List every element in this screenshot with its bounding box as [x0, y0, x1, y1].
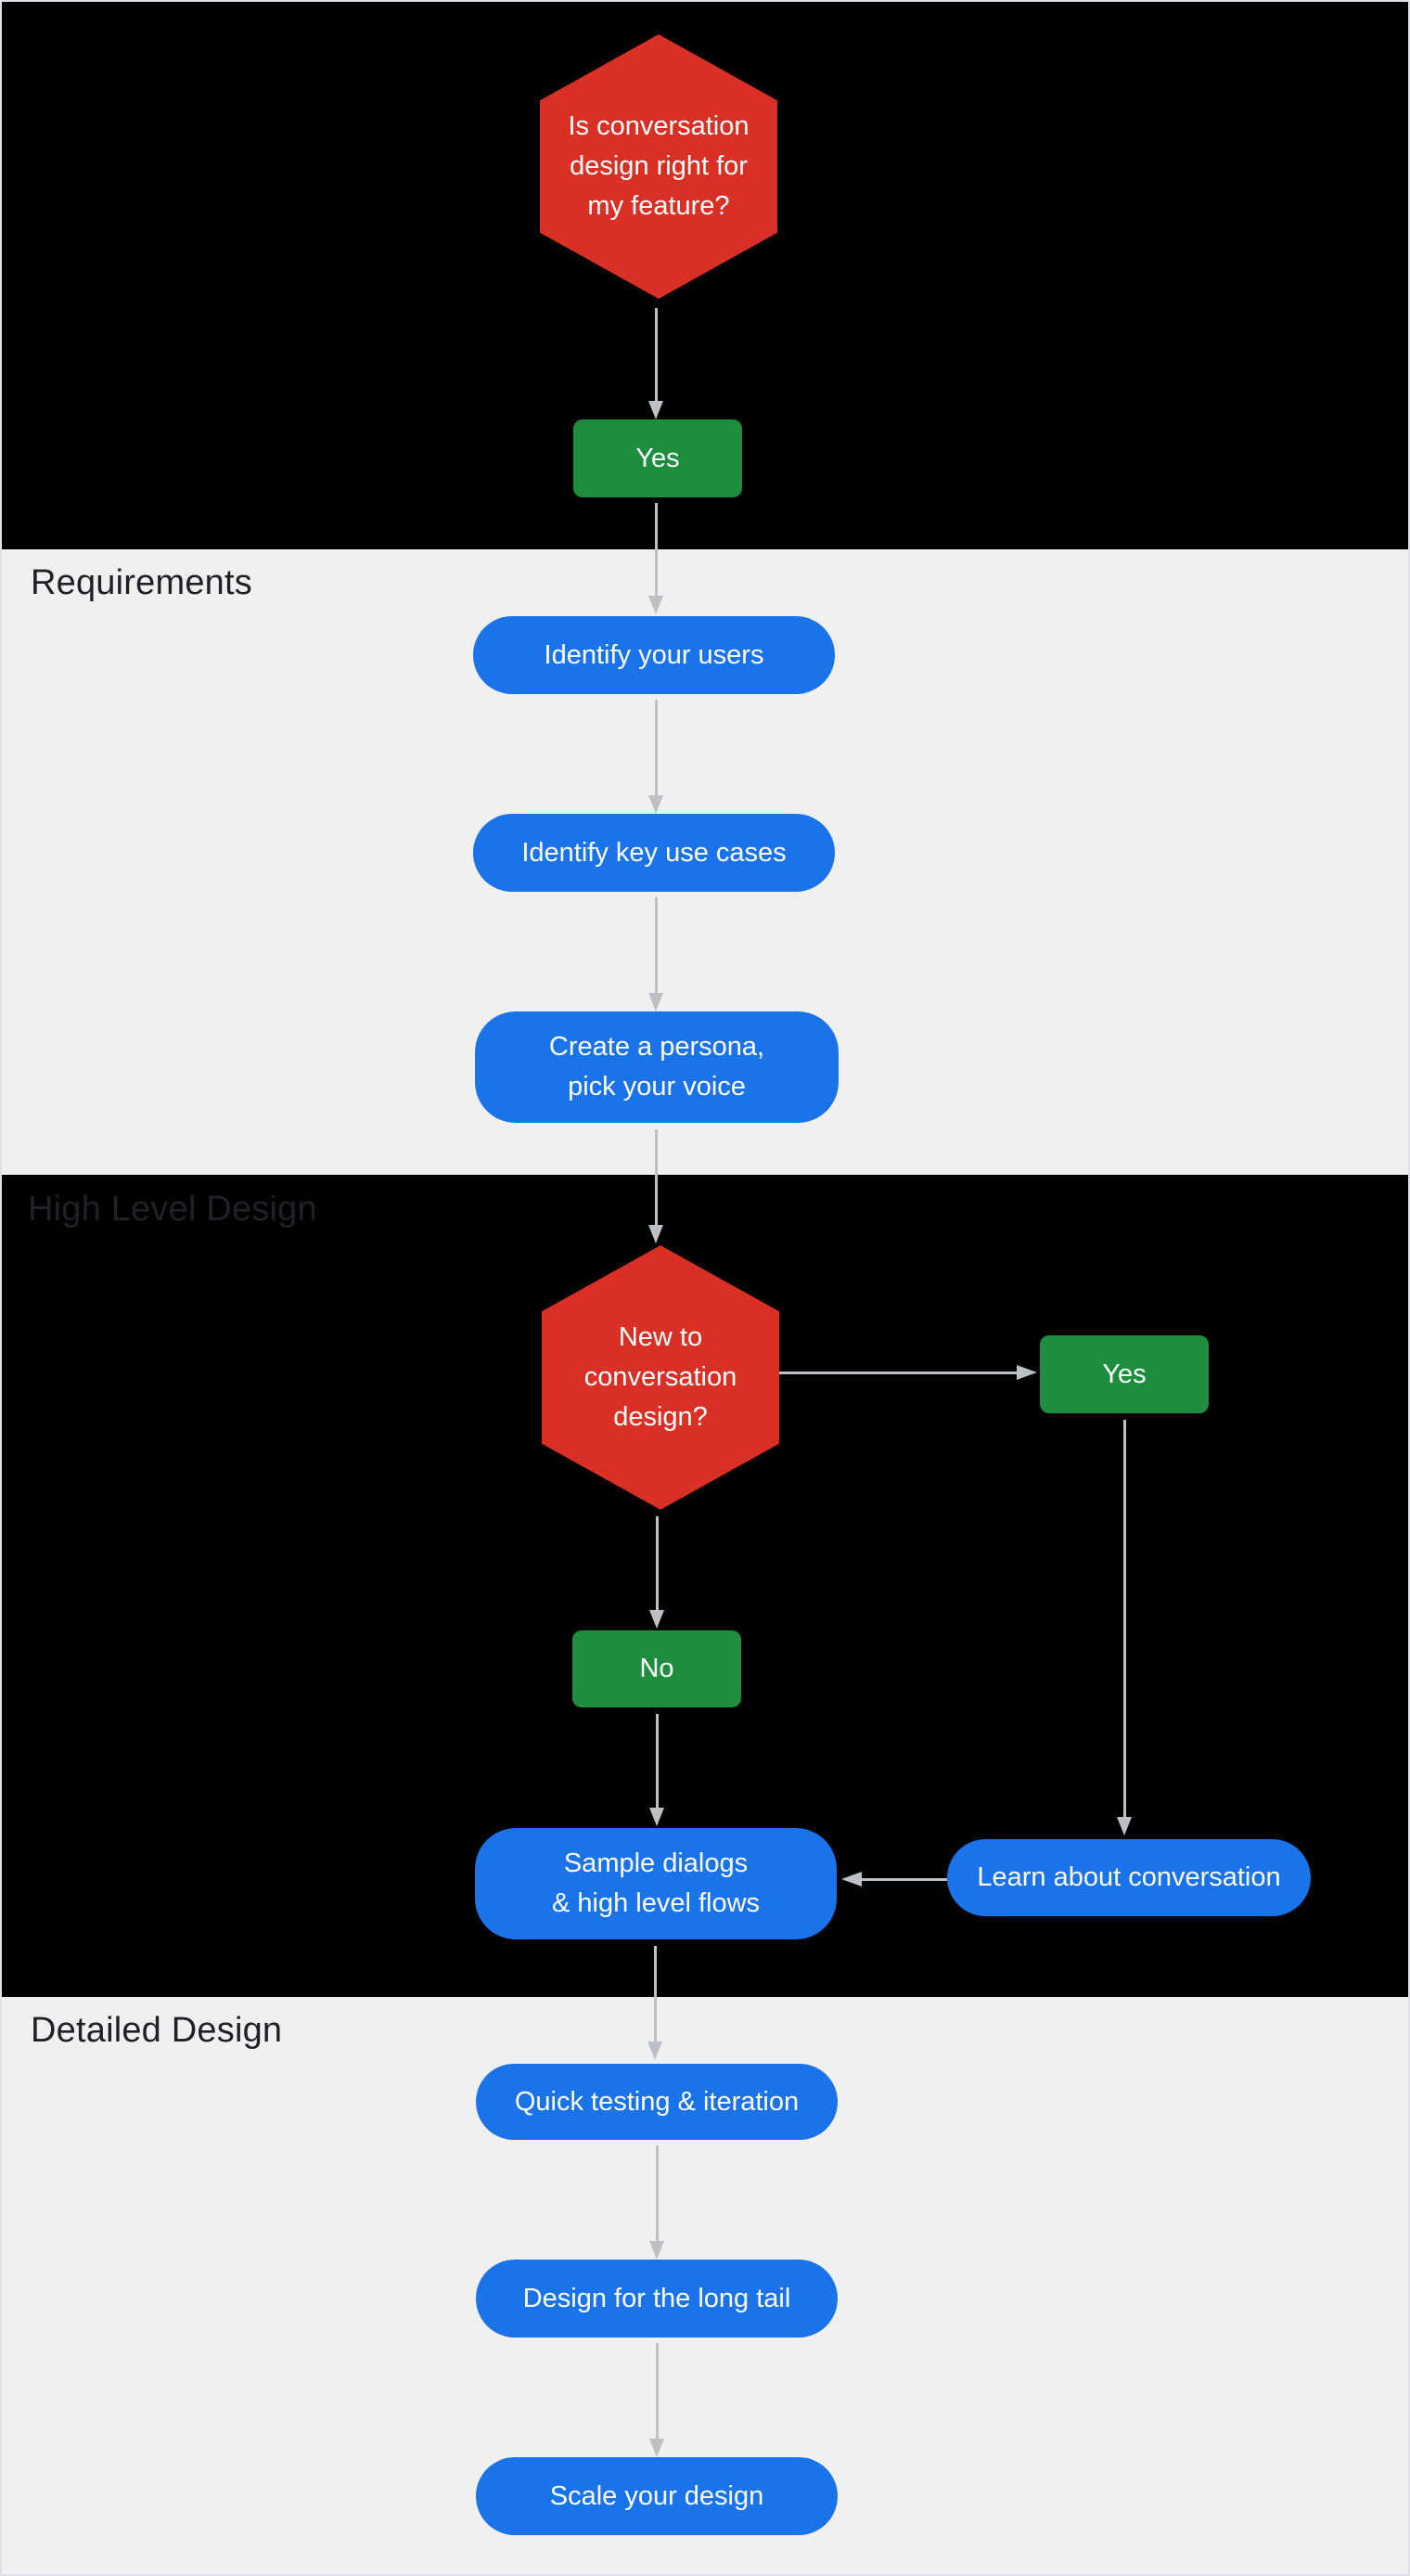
section-label-high-level-design: High Level Design: [28, 1190, 317, 1229]
arrow-line-use-cases-to-persona: [655, 897, 658, 993]
arrow-line-long-tail-to-scale: [656, 2343, 659, 2439]
step-identify-key-use-cases: Identify key use cases: [473, 814, 835, 892]
arrow-head-long-tail-to-scale: [649, 2439, 664, 2457]
step-create-persona-pick-voice: Create a persona, pick your voice: [475, 1011, 839, 1123]
answer-no-new: No: [572, 1630, 741, 1707]
arrow-line-yes-to-identify-users: [655, 503, 658, 596]
section-label-detailed-design: Detailed Design: [31, 2011, 283, 2050]
answer-yes-new: Yes: [1040, 1335, 1209, 1413]
arrow-head-yes-to-learn: [1117, 1817, 1132, 1835]
arrow-head-sample-to-quick-testing: [647, 2041, 662, 2060]
step-scale-your-design: Scale your design: [476, 2457, 838, 2535]
arrow-head-q-new-to-no: [649, 1610, 664, 1629]
arrow-line-persona-to-q-new: [655, 1129, 658, 1225]
arrow-line-no-to-sample-dialogs: [656, 1714, 659, 1808]
answer-yes-feature: Yes: [573, 419, 742, 497]
step-sample-dialogs-high-level-flows: Sample dialogs & high level flows: [475, 1828, 837, 1939]
step-identify-your-users: Identify your users: [473, 616, 835, 694]
arrow-head-learn-to-sample-dialogs: [841, 1872, 862, 1887]
arrow-line-learn-to-sample-dialogs: [862, 1878, 947, 1881]
arrow-line-yes-to-learn: [1123, 1420, 1126, 1817]
section-label-requirements: Requirements: [31, 563, 252, 602]
step-design-for-long-tail: Design for the long tail: [476, 2260, 838, 2338]
step-quick-testing-iteration: Quick testing & iteration: [476, 2064, 838, 2140]
arrow-head-q-feature-to-yes: [648, 401, 663, 419]
arrow-line-q-new-to-yes: [779, 1372, 1017, 1374]
decision-is-conversation-design-right: Is conversation design right for my feat…: [540, 34, 777, 299]
arrow-line-quick-to-long-tail: [656, 2145, 659, 2241]
arrow-line-q-feature-to-yes: [655, 308, 658, 401]
step-learn-about-conversation: Learn about conversation: [947, 1839, 1311, 1916]
arrow-head-persona-to-q-new: [648, 1225, 663, 1243]
arrow-head-use-cases-to-persona: [648, 993, 663, 1011]
arrow-head-yes-to-identify-users: [648, 596, 663, 614]
arrow-head-no-to-sample-dialogs: [649, 1808, 664, 1826]
arrow-head-users-to-use-cases: [648, 795, 663, 814]
arrow-line-q-new-to-no: [656, 1516, 659, 1610]
arrow-head-q-new-to-yes: [1017, 1365, 1037, 1380]
arrow-line-sample-to-quick-testing: [654, 1946, 657, 2041]
arrow-line-users-to-use-cases: [655, 700, 658, 795]
arrow-head-quick-to-long-tail: [649, 2241, 664, 2260]
decision-new-to-conversation-design: New to conversation design?: [542, 1245, 779, 1510]
